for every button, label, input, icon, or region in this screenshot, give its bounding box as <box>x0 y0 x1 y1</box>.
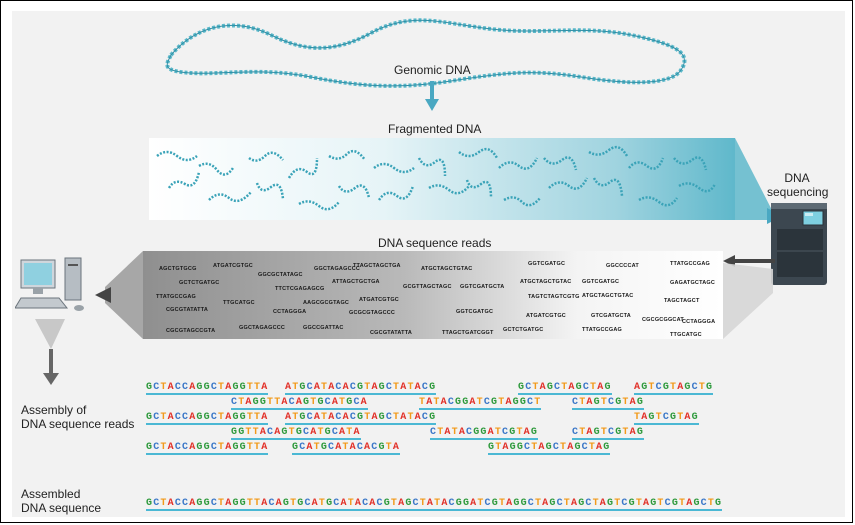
sequence-read: ATGATCGTGC <box>213 263 253 269</box>
reads-label: DNA sequence reads <box>378 236 492 250</box>
reads-box <box>143 251 723 339</box>
sequence-read: CGCGTATATTA <box>370 330 413 336</box>
genomic-dna-helix-icon <box>165 18 687 88</box>
assembly-read: ATGCATACACGTAGCTATACG <box>285 412 437 425</box>
sequence-read: GGCTAGAGCCC <box>314 266 361 272</box>
sequence-read: GGTCGATGC <box>528 261 566 267</box>
assembled-label-line1: Assembled <box>21 487 81 501</box>
sequence-read: GGTCGATGC <box>456 309 494 315</box>
sequence-read: ATTAGCTGCTGA <box>332 279 380 285</box>
sequence-read: GCGCGTAGCCC <box>349 310 396 316</box>
assembly-read: GCTACCAGGCTAGGTTA <box>146 412 269 425</box>
arrow-left-icon <box>723 255 775 267</box>
assembly-label: Assembly of DNA sequence reads <box>21 403 134 431</box>
genomic-dna-label: Genomic DNA <box>394 63 471 77</box>
sequencing-label-line2: sequencing <box>767 185 829 199</box>
assembly-read: CTAGTCGTAG <box>572 427 645 440</box>
sequence-read: GCGTTAGCTAGC <box>403 284 452 290</box>
assembly-read: GCTAGCTAGCTAG <box>518 382 612 395</box>
assembly-read: CTAGGTTACAGTGCATGCA <box>231 397 368 410</box>
sequence-read: GCTCTGATGC <box>503 327 544 333</box>
sequence-read: GCTCTGATGC <box>179 280 220 286</box>
assembly-read: GCATGCATACACGTA <box>292 442 401 455</box>
sequence-read: GGCCGATTAC <box>303 325 344 331</box>
sequencing-label-line1: DNA <box>784 171 810 185</box>
sequence-read: CGCGTAGCCGTA <box>166 328 216 334</box>
assembly-read: TATACGGATCGTAGGCT <box>419 397 542 410</box>
sequence-read: CGCGCGGCAT <box>642 317 684 323</box>
sequencing-label: DNA sequencing <box>767 171 829 199</box>
sequence-read: GTCGATGCTA <box>591 313 631 319</box>
sequence-read: CCTAGGGA <box>682 319 716 325</box>
assembly-read: GCTACCAGGCTAGGTTA <box>146 382 269 395</box>
assembled-label-line2: DNA sequence <box>21 501 102 515</box>
sequence-read: ATGCTAGCTGTAC <box>421 266 473 272</box>
sequence-read: TTGCATGC <box>670 332 702 338</box>
fragment-band <box>149 138 735 220</box>
assembly-read: AGTCGTAGCTG <box>634 382 714 395</box>
sequence-read: CCTAGGGA <box>273 309 307 315</box>
fragmented-dna-label: Fragmented DNA <box>388 122 482 136</box>
assembly-read: ATGCATACACGTAGCTATACG <box>285 382 437 395</box>
sequence-read: AGCTGTGCG <box>159 266 197 272</box>
assembly-read: TAGTCGTAG <box>634 412 699 425</box>
sequence-read: TTATGCCGAG <box>156 294 196 300</box>
sequence-read: AAGCGCGTAGC <box>303 300 350 306</box>
sequence-read: TTCTCGAGAGCG <box>275 286 325 292</box>
assembly-read: GCTACCAGGCTAGGTTA <box>146 442 269 455</box>
assembly-read: CTATACGGATCGTAG <box>430 427 539 440</box>
sequence-read: ATGATCGTGC <box>526 313 566 319</box>
sequence-read: TTATGCCGAG <box>670 261 710 267</box>
assembled-label: Assembled DNA sequence <box>21 487 101 515</box>
sequence-read: TTAGCTAGCTGA <box>353 263 401 269</box>
assembled-sequence: GCTACCAGGCTAGGTTACAGTGCATGCATACACGTAGCTA… <box>146 498 723 511</box>
sequence-read: GGCCCCAT <box>606 263 639 269</box>
sequence-read: TTGCATGC <box>223 300 255 306</box>
sequence-read: GGCGCTATAGC <box>258 272 303 278</box>
sequence-read: TTATGCCGAG <box>582 327 622 333</box>
fragmented-dna-icon <box>156 145 717 211</box>
assembly-label-line1: Assembly of <box>21 403 87 417</box>
arrow-down-icon <box>425 81 439 111</box>
computer-icon <box>15 257 84 311</box>
assembly-read: CTAGTCGTAG <box>572 397 645 410</box>
sequence-read: GGTCGATGCTA <box>460 284 505 290</box>
sequence-read: TTAGCTGATCGGT <box>442 330 494 336</box>
sequence-read: GAGATGCTAGC <box>670 280 716 286</box>
sequence-read: ATGCTAGCTGTAC <box>582 293 634 299</box>
sequence-read: GGCTAGAGCCC <box>239 325 286 331</box>
assembly-read: GTAGGCTAGCTAGCTAG <box>488 442 611 455</box>
sequencer-machine-icon <box>771 203 827 285</box>
reads-connector-right-icon <box>723 263 773 339</box>
sequence-read: GGTCGATGC <box>582 279 620 285</box>
sequence-read: CGCGTATATTA <box>166 307 209 313</box>
assembly-label-line2: DNA sequence reads <box>21 417 135 431</box>
sequence-read: ATGCTAGCTGTAC <box>520 279 572 285</box>
sequence-read: ATGATCGTGC <box>359 297 399 303</box>
sequence-read: TAGTCTAGTCGTG <box>528 294 580 300</box>
sequence-read: TAGCTAGCT <box>664 298 700 304</box>
assembly-read: GGTTACAGTGCATGCATA <box>231 427 361 440</box>
computer-cone-icon <box>35 319 65 385</box>
reads-connector-icon <box>95 251 143 339</box>
